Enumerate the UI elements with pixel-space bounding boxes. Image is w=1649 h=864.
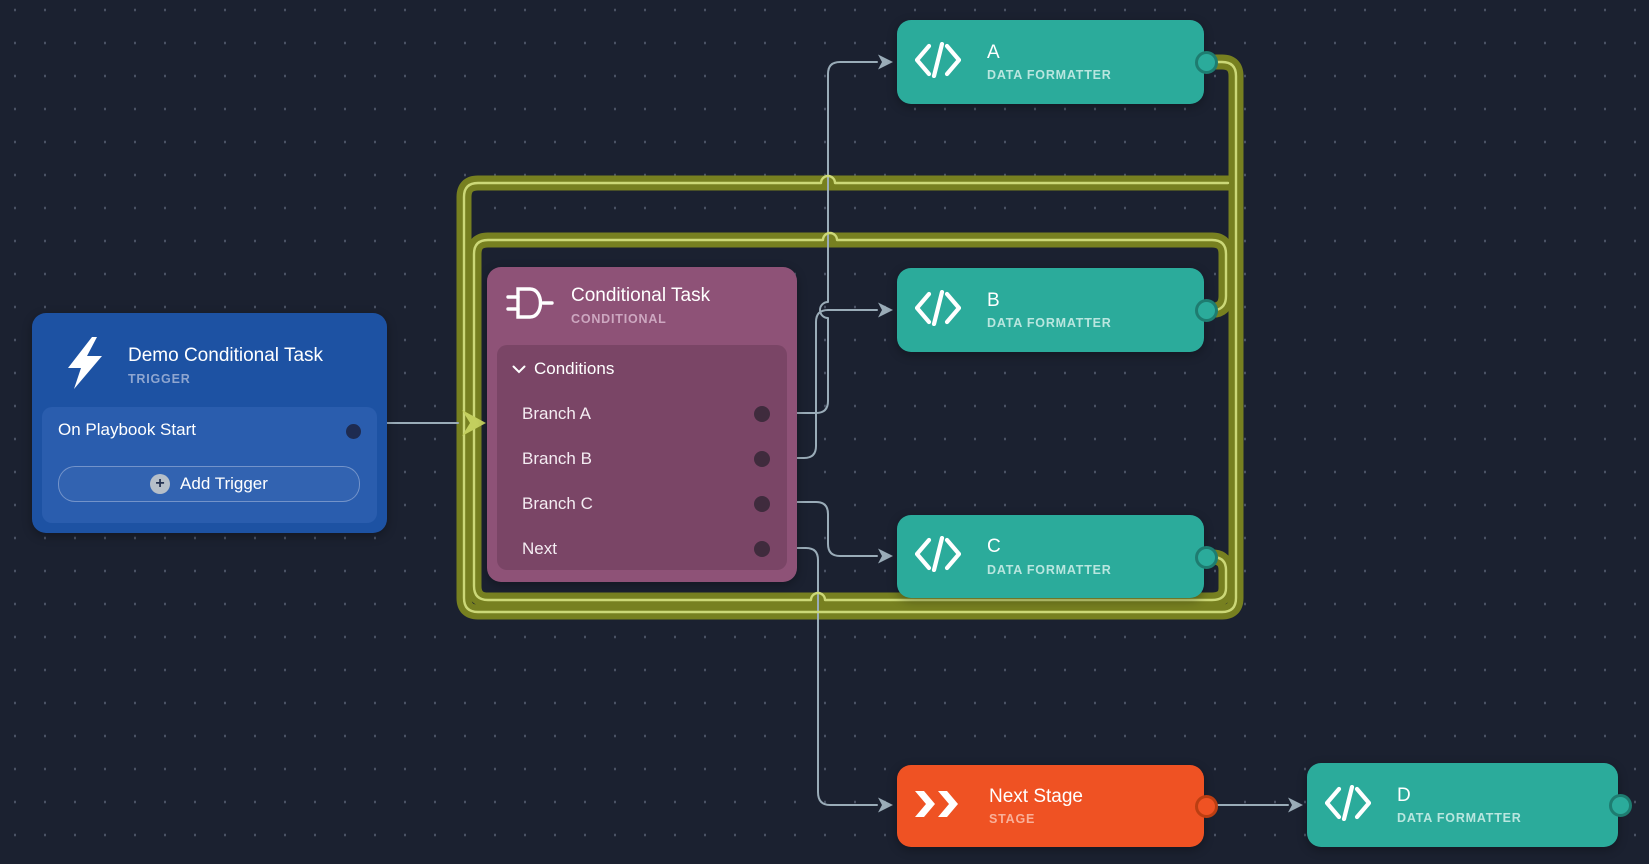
- trigger-subtitle: TRIGGER: [128, 371, 191, 386]
- loop-edge-a-line: [462, 60, 1238, 614]
- branch-row-c[interactable]: Branch C: [497, 481, 787, 526]
- edge-branch-a-to-a[interactable]: [796, 61, 878, 414]
- conditions-section-header[interactable]: Conditions: [497, 345, 787, 379]
- add-trigger-label: Add Trigger: [180, 474, 268, 493]
- conditional-subtitle: CONDITIONAL: [571, 311, 667, 326]
- conditional-title: Conditional Task: [571, 285, 711, 306]
- trigger-panel: On Playbook Start + Add Trigger: [42, 407, 377, 523]
- data-formatter-node-a[interactable]: A DATA FORMATTER: [897, 20, 1218, 104]
- add-trigger-button[interactable]: + Add Trigger: [58, 466, 360, 502]
- node-subtitle: STAGE: [989, 812, 1036, 827]
- node-title: D: [1397, 784, 1411, 806]
- code-icon: [1324, 784, 1372, 826]
- output-handle[interactable]: [1195, 51, 1218, 74]
- node-subtitle: DATA FORMATTER: [987, 316, 1112, 331]
- lightning-icon: [66, 337, 106, 394]
- branch-next-output-port[interactable]: [754, 540, 770, 557]
- trigger-output-port[interactable]: [346, 423, 361, 439]
- data-formatter-node-c[interactable]: C DATA FORMATTER: [897, 515, 1218, 598]
- arrowhead-into-b: [878, 302, 893, 318]
- loop-edge-b-c-line: [472, 231, 1228, 602]
- arrowhead-into-conditional: [462, 410, 486, 436]
- conditional-task-node[interactable]: Conditional Task CONDITIONAL Conditions …: [487, 267, 797, 582]
- branch-label: Next: [522, 538, 557, 558]
- node-title: Next Stage: [989, 785, 1083, 807]
- branch-row-a[interactable]: Branch A: [497, 391, 787, 436]
- edge-branch-c-to-c[interactable]: [796, 501, 878, 557]
- conditions-panel: Conditions Branch A Branch B Branch C Ne…: [497, 345, 787, 570]
- trigger-node[interactable]: Demo Conditional Task TRIGGER On Playboo…: [32, 313, 387, 533]
- node-subtitle: DATA FORMATTER: [987, 562, 1112, 577]
- node-subtitle: DATA FORMATTER: [987, 68, 1112, 83]
- output-handle[interactable]: [1195, 545, 1218, 569]
- code-icon: [914, 41, 962, 83]
- branch-c-output-port[interactable]: [754, 495, 770, 512]
- output-handle[interactable]: [1195, 795, 1218, 818]
- branch-label: Branch C: [522, 493, 593, 513]
- branch-label: Branch A: [522, 403, 591, 423]
- arrowhead-into-a: [878, 54, 893, 70]
- node-title: C: [987, 536, 1001, 557]
- logic-gate-icon: [505, 283, 555, 328]
- node-title: A: [987, 41, 1000, 63]
- branch-row-next[interactable]: Next: [497, 526, 787, 571]
- arrowhead-into-d: [1288, 797, 1303, 813]
- double-chevron-icon: [915, 790, 963, 822]
- code-icon: [914, 289, 962, 331]
- branch-a-output-port[interactable]: [754, 405, 770, 422]
- trigger-title: Demo Conditional Task: [128, 345, 324, 366]
- output-handle[interactable]: [1195, 299, 1218, 322]
- conditions-section-label: Conditions: [534, 359, 615, 378]
- plus-icon: +: [150, 474, 171, 494]
- arrowhead-into-stage: [878, 797, 893, 813]
- branch-label: Branch B: [522, 448, 592, 468]
- chevron-down-icon: [512, 359, 526, 379]
- data-formatter-node-b[interactable]: B DATA FORMATTER: [897, 268, 1218, 352]
- output-handle[interactable]: [1609, 794, 1632, 817]
- branch-b-output-port[interactable]: [754, 450, 770, 467]
- branch-row-b[interactable]: Branch B: [497, 436, 787, 481]
- node-subtitle: DATA FORMATTER: [1397, 811, 1522, 826]
- code-icon: [914, 535, 962, 577]
- data-formatter-node-d[interactable]: D DATA FORMATTER: [1307, 763, 1632, 847]
- trigger-row-on-playbook-start[interactable]: On Playbook Start: [42, 407, 377, 440]
- trigger-row-label: On Playbook Start: [58, 420, 196, 439]
- arrowhead-into-c: [878, 548, 893, 564]
- edge-branch-b-to-b[interactable]: [796, 309, 878, 459]
- next-stage-node[interactable]: Next Stage STAGE: [897, 765, 1218, 847]
- edge-next-to-stage[interactable]: [796, 547, 878, 806]
- node-title: B: [987, 289, 1000, 311]
